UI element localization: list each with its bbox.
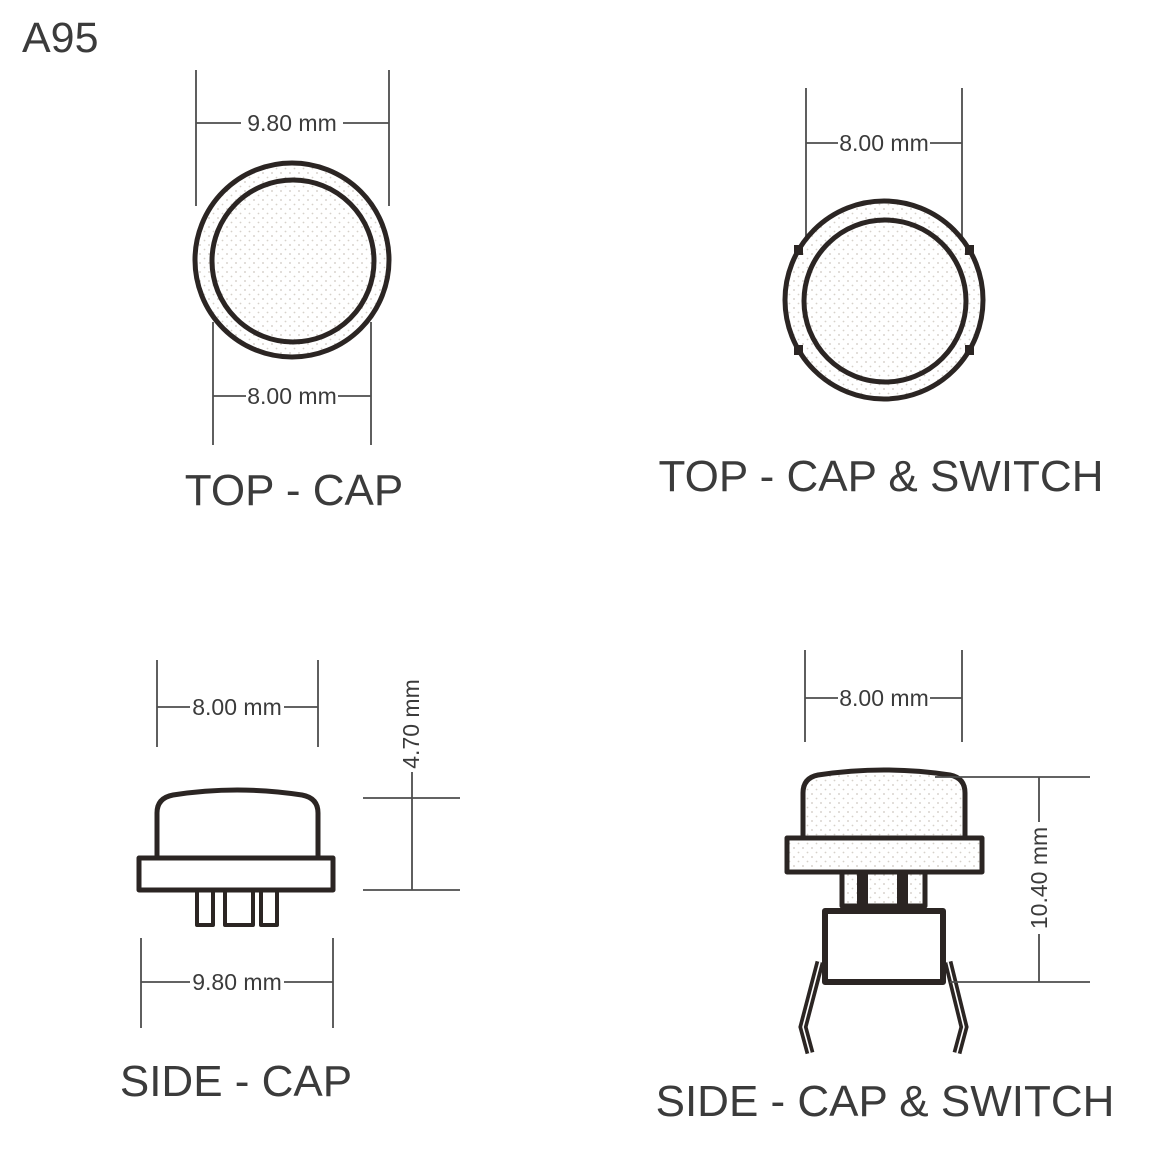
cap-outer-circle (782, 198, 986, 402)
switch-tab (965, 245, 974, 255)
switch-tab (965, 345, 974, 355)
view-caption-side-cap: SIDE - CAP (120, 1057, 352, 1106)
cap-inner-circle (801, 217, 969, 385)
drawing-number: A95 (22, 14, 99, 62)
view-side-cap-switch: 8.00 mm 10.40 mm SIDE - CAP & SWITC (656, 650, 1115, 1126)
dimension-text-cap-height: 4.70 mm (398, 679, 424, 768)
dimension-text-total-height: 10.40 mm (1026, 827, 1052, 929)
stem-rib (897, 872, 908, 905)
switch-tab (794, 345, 803, 355)
cap-dome (800, 767, 968, 843)
dimension-text-cap-width: 8.00 mm (839, 685, 928, 711)
switch-leg (943, 960, 969, 1055)
dimension-text-base-width: 9.80 mm (192, 969, 281, 995)
switch-stem (839, 867, 928, 909)
dimension-text-cap-width: 8.00 mm (192, 694, 281, 720)
cap-mount-tab (223, 886, 255, 927)
dimension-text-cap-diameter: 8.00 mm (247, 383, 336, 409)
cap-flange (784, 835, 985, 875)
dimension-text-outer-diameter: 9.80 mm (247, 110, 336, 136)
cap-mount-tab (259, 886, 279, 927)
cap-outer-circle (192, 160, 392, 360)
cap-flange (136, 855, 336, 893)
view-caption-top-cap-switch: TOP - CAP & SWITCH (659, 452, 1104, 501)
cap-inner-circle (209, 177, 377, 345)
switch-tab (794, 245, 803, 255)
dimension-text-cap-diameter: 8.00 mm (839, 130, 928, 156)
switch-leg-highlight (802, 961, 821, 1054)
cap-mount-tab (195, 886, 215, 927)
cap-dome (154, 787, 321, 863)
view-caption-side-cap-switch: SIDE - CAP & SWITCH (656, 1077, 1115, 1126)
switch-leg-highlight (947, 961, 965, 1054)
view-caption-top-cap: TOP - CAP (185, 466, 403, 515)
switch-body (822, 908, 946, 985)
view-top-cap: 9.80 mm 8.00 mm TOP - CAP (185, 70, 403, 515)
view-top-cap-switch: 8.00 mm TOP - CAP & SWITCH (659, 88, 1104, 501)
view-side-cap: 8.00 mm 4.70 mm 9.80 mm SIDE - CAP (120, 660, 460, 1106)
stem-rib (857, 872, 868, 905)
